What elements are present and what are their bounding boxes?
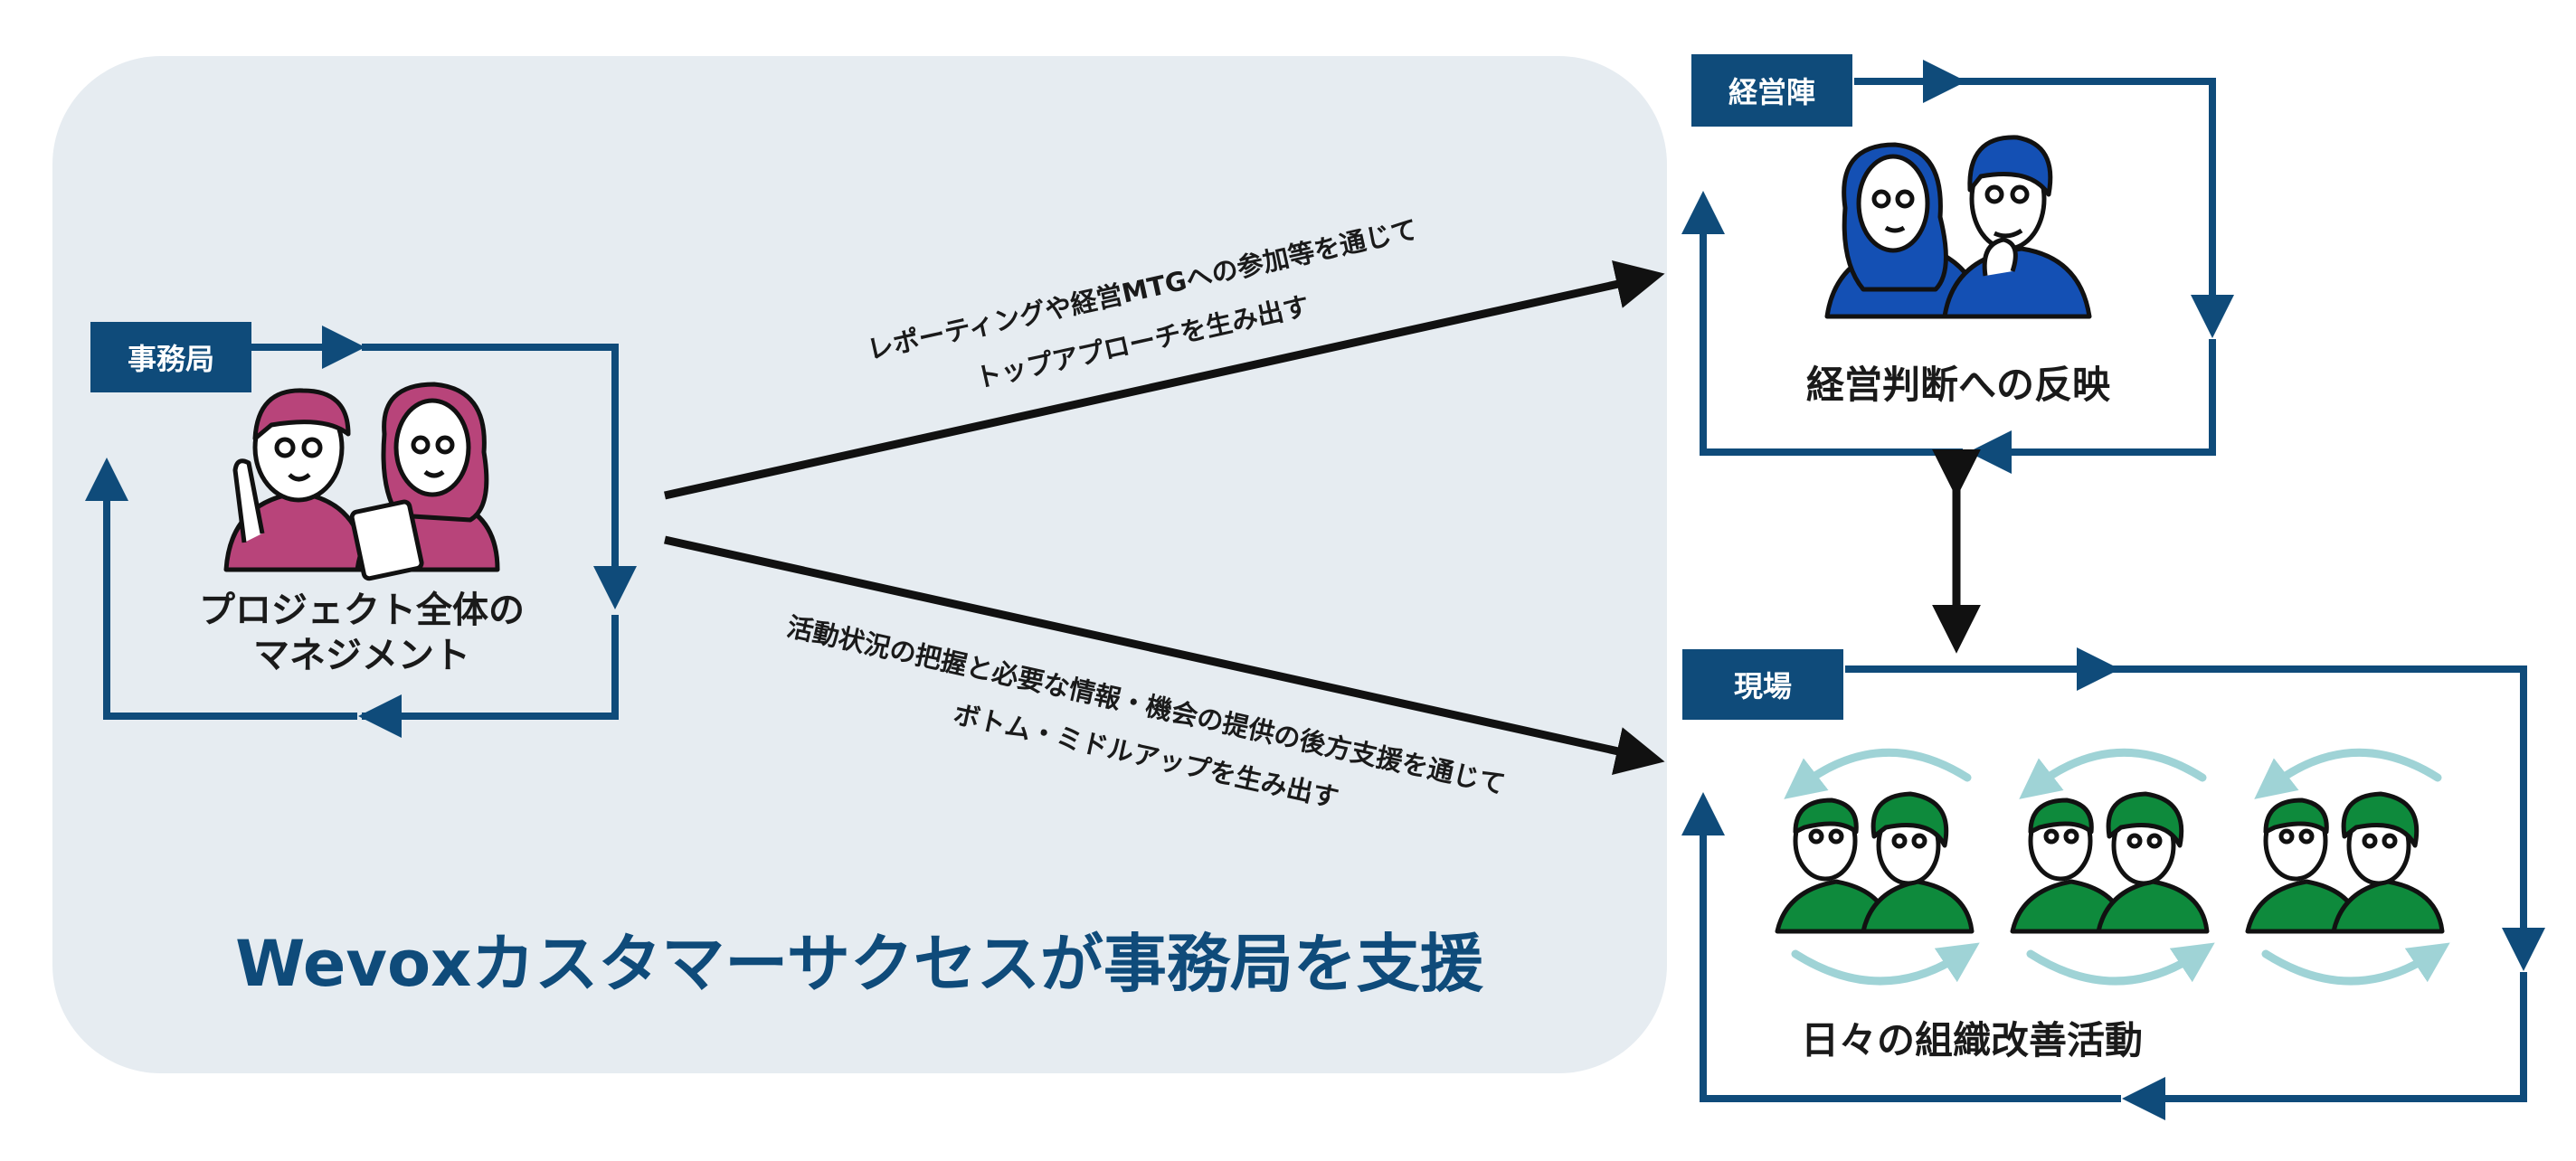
admin-staff-icon	[223, 382, 500, 581]
keieijin-tag-label: 経営陣	[1728, 75, 1815, 109]
keieijin-group: 経営陣 経営判断への反映	[1681, 54, 2234, 474]
genba-tag-label: 現場	[1734, 669, 1792, 703]
keieijin-cycle-frame	[1681, 60, 2234, 474]
jimukyoku-group: 事務局 プロジェクト全体の マネジメント	[85, 322, 637, 738]
frontline-team-icon	[2012, 752, 2207, 981]
keieijin-tag	[1691, 54, 1852, 127]
genba-caption: 日々の組織改善活動	[1801, 1018, 2143, 1062]
cycle-arrow-icon	[1784, 748, 1980, 986]
support-panel	[52, 56, 1667, 1073]
support-banner: Wevoxカスタマーサクセスが事務局を支援	[235, 927, 1484, 1001]
jimukyoku-caption-line2: マネジメント	[253, 635, 470, 676]
frontline-team-icon	[1775, 748, 1980, 986]
jimukyoku-tag	[90, 322, 251, 392]
jimukyoku-tag-label: 事務局	[128, 342, 214, 376]
frontline-team-icon	[2248, 752, 2442, 981]
genba-group: 現場 日々の組織改善活動	[1681, 647, 2545, 1120]
genba-cycle-frame	[1681, 647, 2545, 1120]
jimukyoku-caption-line1: プロジェクト全体の	[199, 590, 525, 631]
jimukyoku-cycle-frame	[85, 326, 637, 738]
keieijin-caption: 経営判断への反映	[1806, 363, 2110, 407]
executives-icon	[1824, 135, 2092, 319]
genba-tag	[1682, 649, 1843, 720]
